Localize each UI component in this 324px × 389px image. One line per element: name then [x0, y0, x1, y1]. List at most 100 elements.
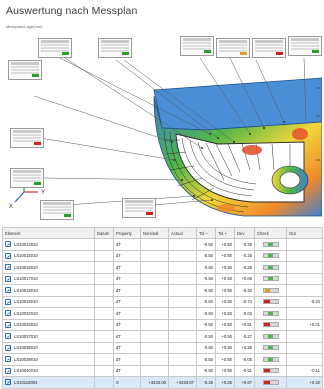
cell-property: dT — [113, 353, 141, 366]
cell-property: dT — [113, 341, 141, 354]
cell-actual — [168, 307, 197, 320]
cell-element: LS10014010 — [2, 238, 95, 251]
column-header-out[interactable]: Out — [286, 227, 323, 239]
deviation-check-bar — [262, 356, 279, 362]
measurement-callout[interactable] — [216, 38, 250, 58]
cell-tol-plus: +0.50 — [215, 364, 235, 377]
cell-dev: +0.06 — [234, 272, 255, 285]
cell-tol-minus: -0.50 — [196, 284, 216, 297]
cell-check — [254, 376, 287, 389]
cell-tol-plus: +0.50 — [215, 307, 235, 320]
measurement-callout[interactable] — [288, 36, 322, 56]
element-name: LS10033010 — [14, 322, 38, 328]
check-status-fill — [268, 265, 273, 269]
cell-nominal — [140, 249, 169, 262]
column-header-tol-plus[interactable]: Tol + — [215, 227, 235, 239]
3d-viewport[interactable]: Z Y X — [4, 30, 322, 220]
cell-tol-minus: -0.25 — [196, 376, 216, 389]
cell-actual — [168, 238, 197, 251]
cell-element: LS10039010 — [2, 353, 95, 366]
column-header-dev[interactable]: Dev — [234, 227, 255, 239]
cell-nominal — [140, 295, 169, 308]
measurement-element-icon — [5, 344, 11, 351]
cell-nominal: +3433.00 — [140, 376, 169, 389]
measurement-element-icon — [5, 264, 11, 271]
check-status-fill — [268, 346, 273, 350]
cell-out: -0.24 — [286, 295, 323, 308]
cell-datum — [94, 238, 114, 251]
cell-check — [254, 272, 287, 285]
measurement-element-icon — [5, 367, 11, 374]
deviation-check-bar — [262, 345, 279, 351]
axis-label-y: Y — [41, 190, 45, 196]
column-header-nominal[interactable]: Nominal — [140, 227, 169, 239]
column-header-element[interactable]: Element — [2, 227, 95, 239]
cell-element: LS10033010 — [2, 318, 95, 331]
measurement-element-icon — [5, 321, 11, 328]
cell-nominal — [140, 307, 169, 320]
measurement-callout[interactable] — [10, 128, 44, 148]
column-header-datum[interactable]: Datum — [94, 227, 114, 239]
measurement-callout[interactable] — [8, 60, 42, 80]
measurement-callout[interactable] — [40, 200, 74, 220]
measurement-callout[interactable] — [98, 38, 132, 58]
measurement-callout[interactable] — [38, 38, 72, 58]
check-status-fill — [268, 254, 273, 258]
cell-dev: -0.61 — [234, 364, 255, 377]
cell-tol-plus: +0.50 — [215, 353, 235, 366]
column-header-actual[interactable]: Actual — [168, 227, 197, 239]
cell-check — [254, 284, 287, 297]
cell-actual — [168, 341, 197, 354]
cell-actual — [168, 295, 197, 308]
cell-actual — [168, 272, 197, 285]
cell-tol-plus: +0.25 — [215, 376, 235, 389]
cell-property: dT — [113, 238, 141, 251]
cell-nominal — [140, 353, 169, 366]
column-header-tol-minus[interactable]: Tol – — [196, 227, 216, 239]
measurement-callout[interactable] — [10, 168, 44, 188]
cell-nominal — [140, 272, 169, 285]
deviation-check-bar — [262, 322, 279, 328]
part-model-render: Z Y X — [9, 39, 322, 217]
cell-out: +0.42 — [286, 376, 323, 389]
cell-element: LS10017010 — [2, 272, 95, 285]
cell-tol-minus: -0.50 — [196, 238, 216, 251]
cell-nominal — [140, 238, 169, 251]
element-name: LS10032010 — [14, 310, 38, 316]
cell-dev: -0.25 — [234, 238, 255, 251]
measurement-callout[interactable] — [252, 38, 286, 58]
cell-nominal — [140, 318, 169, 331]
column-header-check[interactable]: Check — [254, 227, 287, 239]
column-header-property[interactable]: Property — [113, 227, 141, 239]
check-status-fill — [263, 323, 270, 327]
cell-check — [254, 318, 287, 331]
cell-datum — [94, 330, 114, 343]
cell-property: dT — [113, 284, 141, 297]
measurement-callout[interactable] — [180, 36, 214, 56]
measurement-callout[interactable] — [122, 198, 156, 218]
cell-out — [286, 284, 323, 297]
cell-datum — [94, 318, 114, 331]
cell-tol-plus: +0.50 — [215, 261, 235, 274]
cell-out: -0.11 — [286, 364, 323, 377]
element-name: LS10116004 — [14, 379, 38, 385]
deviation-check-bar — [262, 264, 279, 270]
cell-nominal — [140, 284, 169, 297]
cell-dev: -0.40 — [234, 284, 255, 297]
cell-property: dT — [113, 272, 141, 285]
element-name: LS10018010 — [14, 287, 38, 293]
cell-out — [286, 353, 323, 366]
